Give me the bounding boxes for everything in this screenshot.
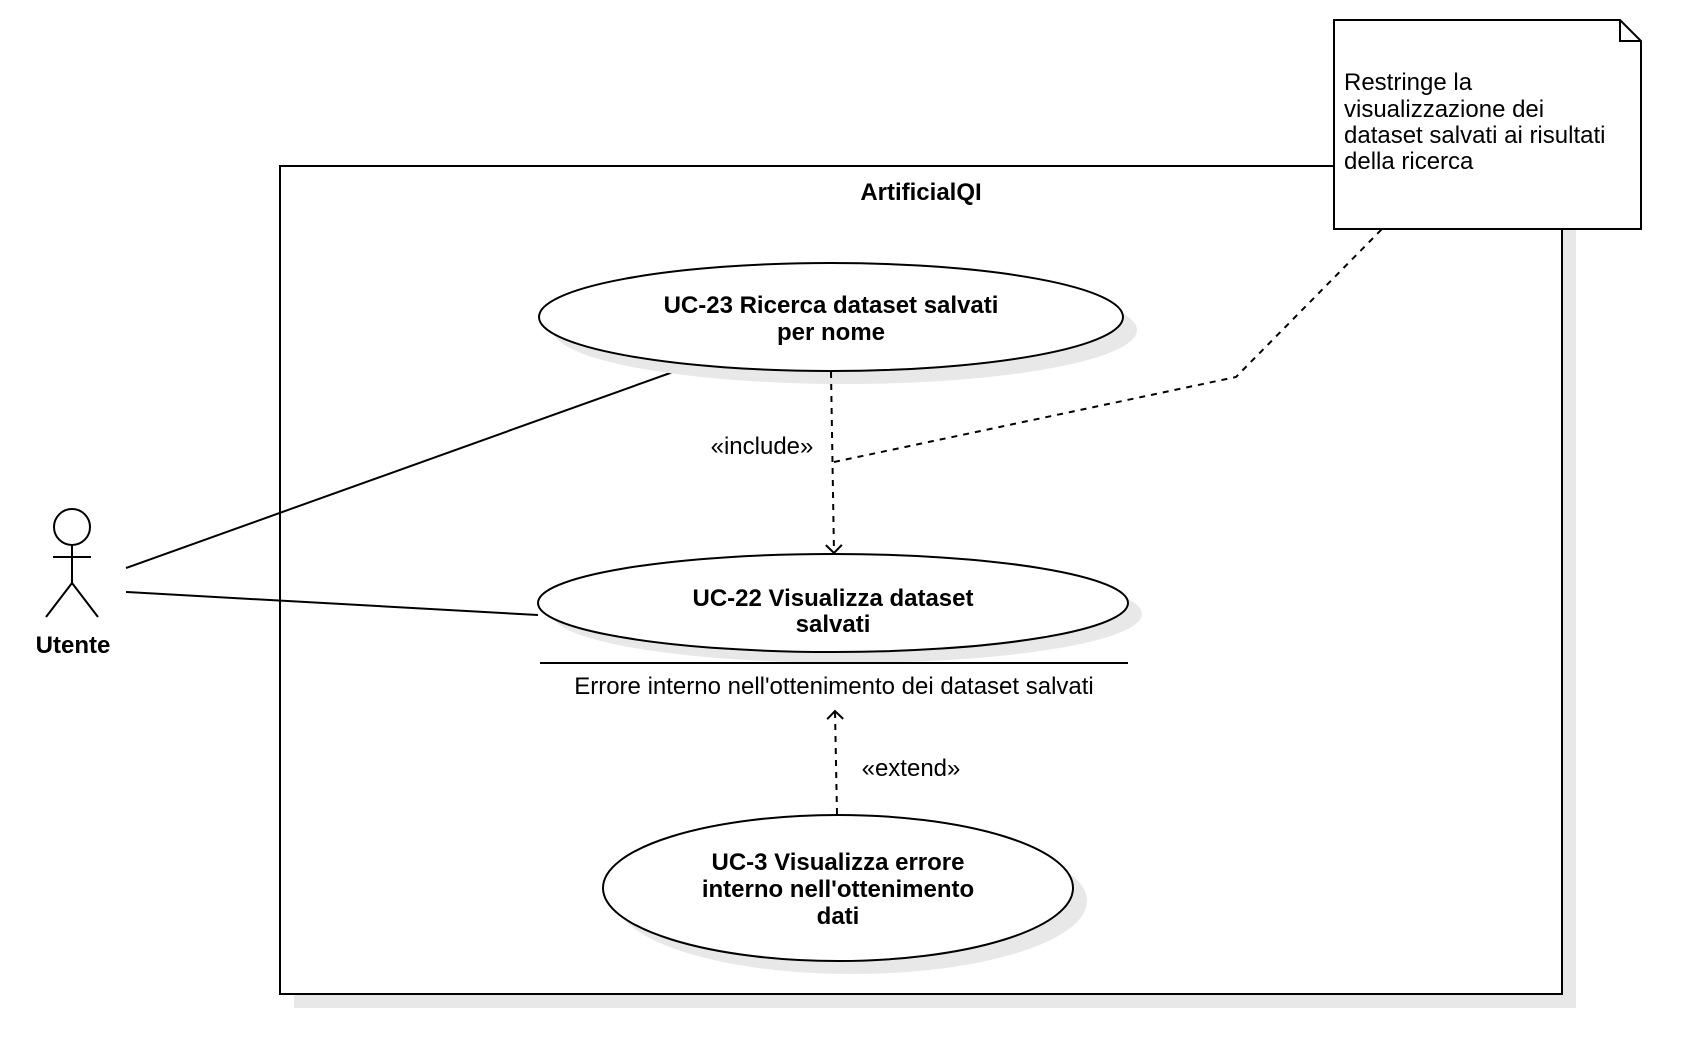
system-title: ArtificialQI	[860, 179, 981, 206]
use-case-uc22-ellipse	[537, 553, 1129, 653]
use-case-uc23-ellipse	[538, 262, 1124, 372]
note-line2: visualizzazione dei	[1344, 96, 1544, 123]
note-connector[interactable]	[833, 228, 1383, 463]
note-folded-corner	[1619, 20, 1641, 42]
note-shape	[1333, 19, 1642, 230]
actor-left-leg	[45, 582, 73, 618]
use-case-uc23-line1: UC-23 Ricerca dataset salvati	[664, 292, 999, 319]
note-line3: dataset salvati ai risultati	[1344, 122, 1605, 149]
use-case-uc3-line2: interno nell'ottenimento	[702, 876, 974, 903]
actor-label: Utente	[36, 632, 111, 659]
use-case-uc22[interactable]: UC-22 Visualizza dataset salvati Errore …	[537, 553, 1142, 700]
actor-head	[53, 508, 91, 546]
use-case-uc3-line3: dati	[817, 903, 860, 930]
association-actor-uc23[interactable]	[125, 371, 674, 569]
use-case-uc23-line2: per nome	[777, 319, 885, 346]
note-box[interactable]: Restringe la visualizzazione dei dataset…	[1333, 19, 1642, 230]
actor-utente[interactable]	[45, 508, 99, 618]
note-line1: Restringe la	[1344, 69, 1473, 96]
actor-right-leg	[71, 582, 99, 618]
use-case-uc23[interactable]: UC-23 Ricerca dataset salvati per nome	[538, 262, 1137, 384]
use-case-uc3[interactable]: UC-3 Visualizza errore interno nell'otte…	[602, 814, 1087, 974]
use-case-uc3-line1: UC-3 Visualizza errore	[712, 849, 965, 876]
use-case-uc22-line1: UC-22 Visualizza dataset	[692, 585, 973, 612]
extend-label: «extend»	[862, 755, 961, 782]
extend-relation[interactable]	[826, 709, 844, 815]
note-line4: della ricerca	[1344, 148, 1474, 175]
extension-point-text: Errore interno nell'ottenimento dei data…	[574, 673, 1094, 700]
use-case-uc3-ellipse	[602, 814, 1074, 962]
include-label: «include»	[711, 433, 814, 460]
association-actor-uc22[interactable]	[125, 591, 539, 616]
use-case-uc22-line2: salvati	[796, 611, 871, 638]
